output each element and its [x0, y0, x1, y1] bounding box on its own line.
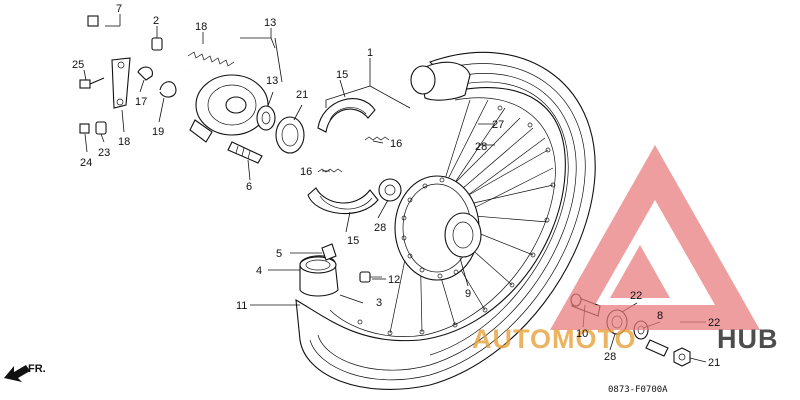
callout-25: 23: [98, 147, 110, 159]
callout-24: 22: [708, 317, 720, 329]
brake-cam: [227, 141, 263, 164]
brake-rod-spring: [187, 51, 235, 67]
wheel-assembly: [295, 51, 596, 390]
callout-18: 18: [118, 136, 130, 148]
watermark-triangle-icon: [550, 145, 760, 330]
collar-24: [645, 339, 669, 357]
watermark-text-right: HUB: [717, 324, 779, 354]
clip-17: [137, 66, 153, 81]
callout-19: 19: [152, 126, 164, 138]
brake-shoes: [307, 98, 379, 215]
callout-9: 9: [465, 288, 471, 300]
dust-seal: [256, 105, 276, 131]
callout-5: 5: [276, 248, 282, 260]
tire: [295, 51, 596, 390]
callout-21: 21: [708, 357, 720, 369]
callout-10: 10: [576, 328, 588, 340]
torque-link: [111, 57, 131, 109]
rim-band: [299, 243, 339, 297]
valve-stem: [359, 271, 382, 283]
axle: [87, 15, 191, 74]
callout-15b: 15: [347, 235, 359, 247]
direction-label: FR.: [28, 363, 46, 375]
callout-17: 17: [135, 96, 147, 108]
callout-29: 27: [492, 119, 504, 131]
callout-20: 18: [195, 21, 207, 33]
rim: [329, 97, 556, 337]
callout-labels: 7 2 18 13 1 25 13 15 21 17 18 19 24 23 1…: [72, 3, 720, 369]
callout-26: 24: [80, 157, 92, 169]
oil-seal: [275, 116, 305, 154]
shoe-springs: [317, 136, 390, 173]
bolt-26: [79, 123, 90, 134]
bolt-27: [79, 77, 105, 89]
callout-1: 1: [367, 47, 373, 59]
callout-28a: 28: [374, 222, 386, 234]
callout-4: 4: [256, 265, 262, 277]
callout-11: 11: [236, 300, 247, 312]
drawing-code: 0873-F0700A: [608, 385, 668, 395]
axle-nut-21: [673, 347, 691, 367]
callout-27: 25: [72, 59, 84, 71]
callout-28b: 28: [604, 351, 616, 363]
pin-19: [159, 81, 177, 98]
watermark-text-left: AUTOMOTO: [472, 324, 637, 354]
callout-22: 22: [630, 290, 642, 302]
callout-14: 13: [264, 17, 276, 29]
callout-16b: 16: [300, 166, 312, 178]
callout-15a: 15: [336, 69, 348, 81]
callout-30: 28: [475, 141, 487, 153]
callout-2: 2: [153, 15, 159, 27]
front-direction-arrow-icon: [4, 365, 30, 382]
callout-12: 12: [388, 274, 400, 286]
watermark-inner-triangle-icon: [610, 245, 670, 298]
callout-13: 13: [266, 75, 278, 87]
callout-6: 6: [246, 181, 252, 193]
brake-panel: [189, 74, 269, 143]
collar-2: [151, 37, 163, 51]
callout-3: 3: [376, 297, 382, 309]
hub-bearing: [378, 178, 402, 202]
callout-23: 21: [296, 89, 308, 101]
collar-25: [95, 121, 107, 135]
callout-7: 7: [116, 3, 122, 15]
callout-16a: 16: [390, 138, 402, 150]
callout-8: 8: [657, 310, 663, 322]
watermark-logo: [550, 145, 760, 330]
